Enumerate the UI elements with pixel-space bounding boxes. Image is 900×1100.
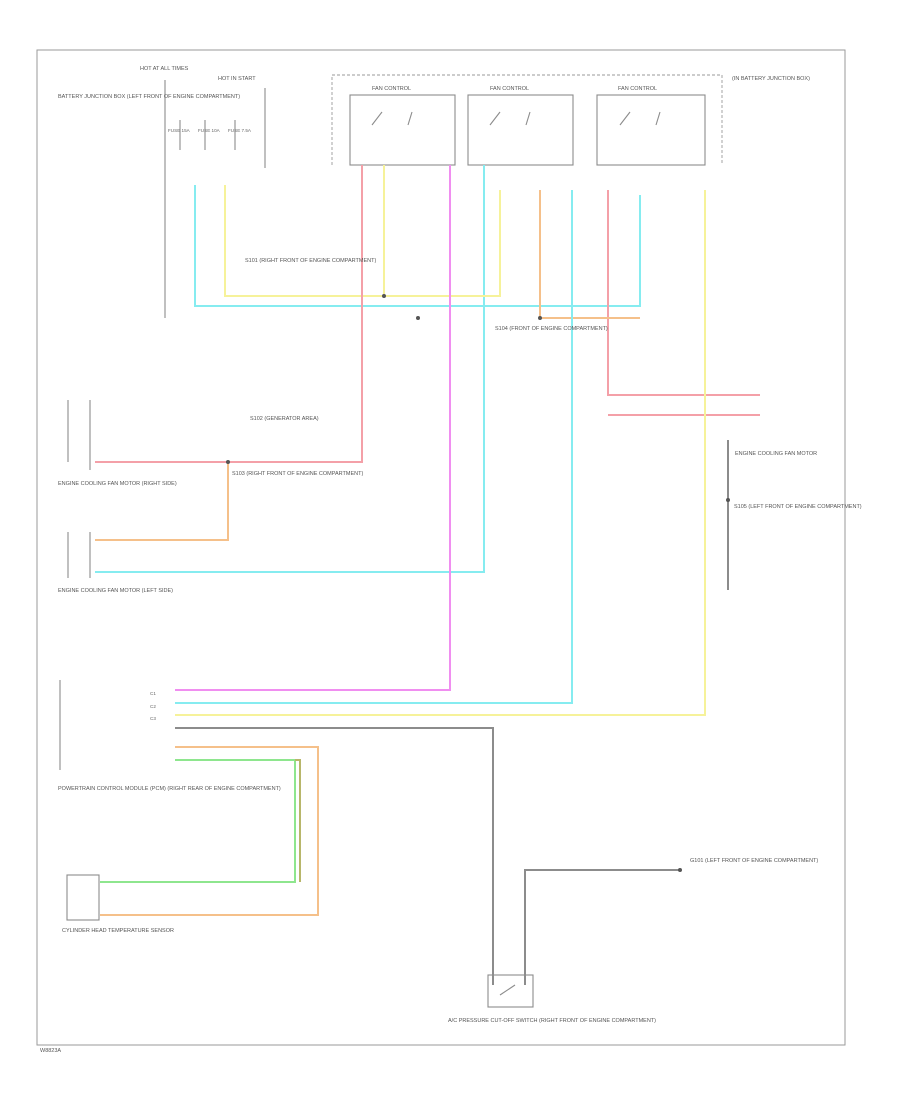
splice-s4 — [538, 316, 542, 320]
splice-s3 — [226, 460, 230, 464]
wire-orange-fan2 — [95, 462, 229, 541]
splice-s1 — [382, 294, 386, 298]
fuse-3: FUSE 7.5A — [228, 120, 252, 150]
fan-motor-3-label: ENGINE COOLING FAN MOTOR — [735, 451, 817, 457]
wire-cyan-pcm — [175, 190, 573, 704]
fuse-2-label: FUSE 10A — [198, 128, 221, 133]
splice-s3-label: S103 (RIGHT FRONT OF ENGINE COMPARTMENT) — [232, 471, 363, 477]
wire-gray-pcm — [175, 727, 494, 985]
diagram-frame — [36, 49, 846, 1046]
relay-b: FAN CONTROL — [467, 86, 574, 166]
splice-s5 — [726, 498, 730, 502]
pcm-c3: C3 — [150, 716, 156, 721]
wire-magenta-pcm — [175, 165, 451, 691]
fuse-1-label: FUSE 15A — [168, 128, 191, 133]
ac-switch-label: A/C PRESSURE CUT-OFF SWITCH (RIGHT FRONT… — [448, 1018, 656, 1024]
hot-label: HOT AT ALL TIMES — [140, 66, 189, 72]
diagram-code: W8823A — [40, 1048, 61, 1054]
pcm-c2: C2 — [150, 704, 156, 709]
splice-s2-label: S102 (GENERATOR AREA) — [250, 416, 319, 422]
splice-s4-label: S104 (FRONT OF ENGINE COMPARTMENT) — [495, 326, 608, 332]
wire-cyan-fan2 — [95, 306, 485, 573]
relay-c-label: FAN CONTROL — [618, 86, 657, 92]
hot-in-start-label: HOT IN START — [218, 76, 256, 82]
pcm-c1: C1 — [150, 691, 156, 696]
splice-s1-label: S101 (RIGHT FRONT OF ENGINE COMPARTMENT) — [245, 258, 376, 264]
relay-block: (IN BATTERY JUNCTION BOX) FAN CONTROL FA… — [331, 74, 810, 166]
fan-motor-2: ENGINE COOLING FAN MOTOR (LEFT SIDE) — [58, 532, 173, 594]
splice-s2 — [416, 316, 420, 320]
ground-label: G101 (LEFT FRONT OF ENGINE COMPARTMENT) — [690, 858, 818, 864]
ac-pressure-switch: A/C PRESSURE CUT-OFF SWITCH (RIGHT FRONT… — [448, 974, 656, 1024]
wire-green-sensor — [100, 759, 296, 883]
wire-orange-relay — [539, 190, 640, 319]
relay-b-label: FAN CONTROL — [490, 86, 529, 92]
wire-olive-sensor — [295, 759, 301, 882]
wire-orange-sensor — [100, 746, 319, 916]
relay-a-label: FAN CONTROL — [372, 86, 411, 92]
splice-s5-label: S105 (LEFT FRONT OF ENGINE COMPARTMENT) — [734, 504, 862, 510]
relay-a: FAN CONTROL — [349, 86, 456, 166]
fuse-3-label: FUSE 7.5A — [228, 128, 252, 133]
sensor-label: CYLINDER HEAD TEMPERATURE SENSOR — [62, 928, 174, 934]
battery-junction-box: BATTERY JUNCTION BOX (LEFT FRONT OF ENGI… — [58, 66, 266, 318]
wire-yellow-pcm — [175, 190, 706, 716]
relay-c: FAN CONTROL — [596, 86, 706, 166]
fuse-2: FUSE 10A — [198, 120, 221, 150]
fan-motor-1: ENGINE COOLING FAN MOTOR (RIGHT SIDE) — [58, 400, 177, 487]
fuse-1: FUSE 15A — [168, 120, 191, 150]
battery-junction-box-label: BATTERY JUNCTION BOX (LEFT FRONT OF ENGI… — [58, 94, 240, 100]
pcm-label: POWERTRAIN CONTROL MODULE (PCM) (RIGHT R… — [58, 786, 281, 792]
wire-cyan-bus — [194, 185, 641, 307]
ground-g101: G101 (LEFT FRONT OF ENGINE COMPARTMENT) — [678, 858, 818, 872]
fan-motor-2-label: ENGINE COOLING FAN MOTOR (LEFT SIDE) — [58, 588, 173, 594]
cylinder-head-temp-sensor: CYLINDER HEAD TEMPERATURE SENSOR — [62, 874, 174, 934]
relay-block-label: (IN BATTERY JUNCTION BOX) — [732, 76, 810, 82]
wire-red-right — [607, 190, 760, 396]
fan-motor-1-label: ENGINE COOLING FAN MOTOR (RIGHT SIDE) — [58, 481, 177, 487]
pcm: POWERTRAIN CONTROL MODULE (PCM) (RIGHT R… — [58, 680, 281, 792]
wire-red-fan1 — [95, 165, 363, 463]
wire-gray-ground — [524, 869, 680, 985]
